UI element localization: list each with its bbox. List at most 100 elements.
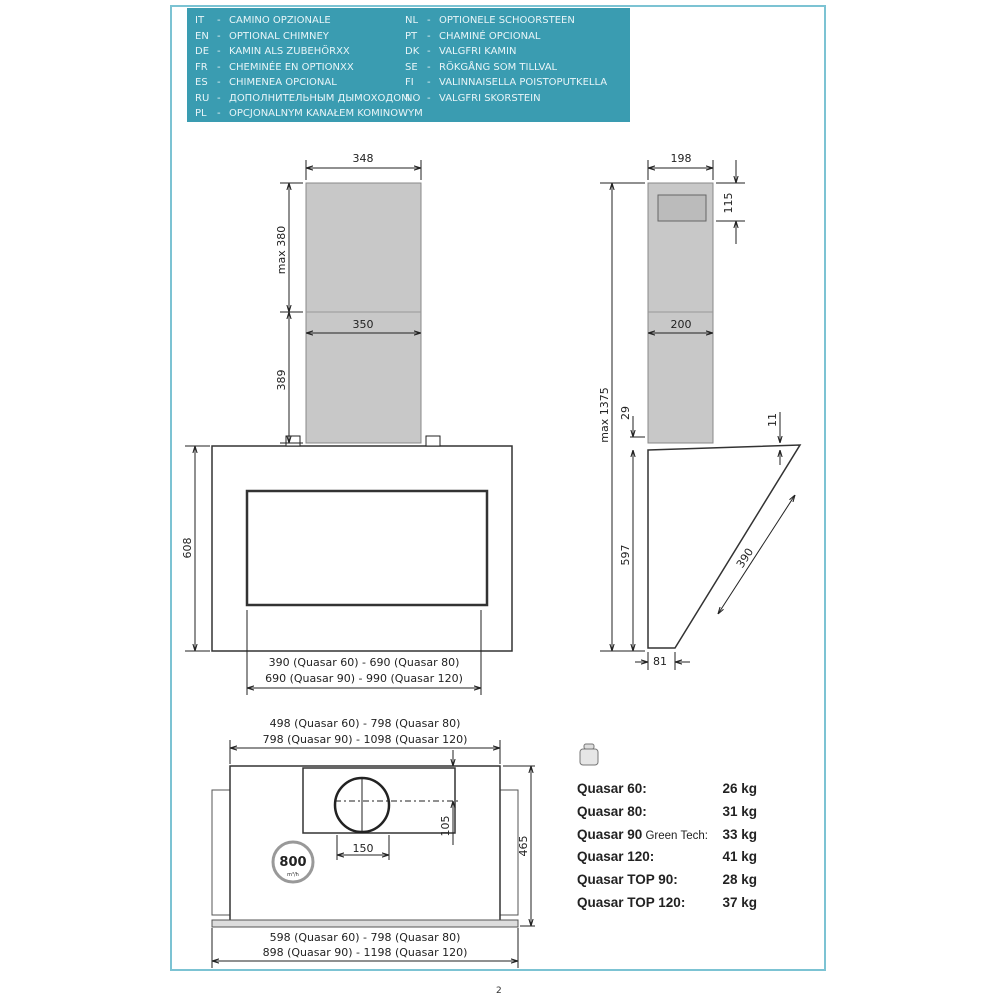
dim-label: 105: [439, 816, 452, 837]
weight-value: 31 kg: [722, 803, 757, 819]
dash: -: [217, 61, 221, 73]
lang-text: KAMIN ALS ZUBEHÖRXX: [229, 46, 350, 57]
weights-table: Quasar 60: 26 kg Quasar 80: 31 kg Quasar 9…: [577, 778, 757, 915]
lang-text: CHIMENEA OPCIONAL: [229, 77, 337, 88]
weight-row: Quasar 120: 41 kg: [577, 846, 757, 869]
dash: -: [427, 61, 431, 73]
lang-code: NO: [405, 92, 421, 104]
dash: -: [427, 92, 431, 104]
dim-label: 465: [517, 836, 530, 857]
lang-text: CAMINO OPZIONALE: [229, 15, 331, 26]
dim-label: 11: [766, 413, 779, 427]
dim-label: 798 (Quasar 90) - 1098 (Quasar 120): [263, 733, 468, 746]
dim-label: 898 (Quasar 90) - 1198 (Quasar 120): [263, 946, 468, 959]
dash: -: [217, 92, 221, 104]
dash: -: [217, 15, 221, 26]
dim-label: 348: [353, 152, 374, 165]
lang-row: PL-OPCJONALNYM KANAŁEM KOMINOWYM: [195, 106, 423, 122]
lang-code: PL: [195, 108, 207, 119]
model-label: Quasar 60:: [577, 781, 647, 796]
weight-value: 41 kg: [722, 849, 757, 865]
dim-label: 598 (Quasar 60) - 798 (Quasar 80): [270, 931, 461, 944]
dim-label: 608: [181, 538, 194, 559]
lang-code: EN: [195, 30, 209, 42]
lang-row: ES-CHIMENEA OPCIONAL: [195, 75, 423, 91]
lang-row: RU-ДОПОЛНИТЕЛЬНЫМ ДЫМОХОДОМ: [195, 91, 423, 107]
lang-row: FI-VALINNAISELLA POISTOPUTKELLA: [405, 75, 607, 91]
lang-code: FI: [405, 77, 414, 88]
model-label: Quasar 120:: [577, 849, 655, 865]
lang-text: VALGFRI SKORSTEIN: [439, 92, 541, 104]
dash: -: [217, 77, 221, 88]
weight-row: Quasar 90 Green Tech: 33 kg: [577, 824, 757, 847]
lang-code: IT: [195, 15, 205, 26]
dim-label: max 380: [275, 226, 288, 274]
airflow-badge: [271, 840, 315, 884]
lang-text: OPCJONALNYM KANAŁEM KOMINOWYM: [229, 108, 423, 119]
lang-text: OPTIONAL CHIMNEY: [229, 30, 329, 42]
lang-row: DE-KAMIN ALS ZUBEHÖRXX: [195, 44, 423, 60]
dim-label: 29: [619, 406, 632, 420]
model-label: Quasar 90: [577, 826, 643, 842]
lang-row: NL-OPTIONELE SCHOORSTEEN: [405, 13, 607, 29]
dash: -: [427, 46, 431, 57]
vent-grille: [657, 194, 707, 222]
dim-label: 690 (Quasar 90) - 990 (Quasar 120): [265, 672, 463, 685]
front-view: [185, 160, 513, 695]
dash: -: [217, 30, 221, 42]
model-label: Quasar TOP 120:: [577, 894, 686, 910]
dash: -: [427, 15, 431, 26]
dim-label: 390: [734, 546, 756, 571]
page-number: 2: [496, 986, 502, 996]
lang-code: ES: [195, 77, 208, 88]
weight-row: Quasar TOP 90: 28 kg: [577, 869, 757, 892]
dim-label: 597: [619, 545, 632, 566]
hood-front: [211, 445, 513, 652]
bottom-view: [211, 740, 535, 968]
dash: -: [427, 77, 431, 88]
model-sublabel: Green Tech:: [642, 829, 708, 842]
weight-row: Quasar 80: 31 kg: [577, 801, 757, 824]
chimney: [305, 182, 422, 444]
lang-row: NO-VALGFRI SKORSTEIN: [405, 91, 607, 107]
dim-label: max 1375: [598, 387, 611, 442]
lang-code: DE: [195, 46, 210, 57]
lang-code: NL: [405, 15, 419, 26]
lang-text: ДОПОЛНИТЕЛЬНЫМ ДЫМОХОДОМ: [229, 92, 410, 104]
weight-icon: [579, 743, 599, 766]
dim-label: 198: [671, 152, 692, 165]
side-chimney: [647, 182, 714, 444]
header-languages-box: IT-CAMINO OPZIONALE EN-OPTIONAL CHIMNEY …: [187, 8, 630, 122]
lang-code: SE: [405, 61, 418, 73]
lang-row: EN-OPTIONAL CHIMNEY: [195, 29, 423, 45]
lang-text: VALGFRI KAMIN: [439, 46, 517, 57]
lang-text: OPTIONELE SCHOORSTEEN: [439, 15, 575, 26]
weight-value: 33 kg: [722, 826, 757, 842]
languages-right: NL-OPTIONELE SCHOORSTEEN PT-CHAMINÉ OPCI…: [405, 13, 607, 106]
dim-label: 389: [275, 370, 288, 391]
dim-label: 200: [671, 318, 692, 331]
weight-value: 26 kg: [722, 781, 757, 796]
languages-left: IT-CAMINO OPZIONALE EN-OPTIONAL CHIMNEY …: [195, 13, 423, 122]
weight-value: 28 kg: [722, 872, 757, 888]
dim-label: 350: [353, 318, 374, 331]
side-view: [600, 160, 802, 670]
weight-row: Quasar 60: 26 kg: [577, 778, 757, 801]
lang-code: RU: [195, 92, 210, 104]
lang-code: PT: [405, 30, 418, 42]
lang-text: CHAMINÉ OPCIONAL: [439, 30, 541, 42]
lang-code: DK: [405, 46, 420, 57]
model-label: Quasar TOP 90:: [577, 872, 678, 888]
dash: -: [427, 30, 431, 42]
hood-glass-window: [245, 489, 489, 607]
side-hood: [647, 444, 802, 649]
dim-label: 81: [653, 655, 667, 668]
dim-label: 150: [353, 842, 374, 855]
airflow-unit: m³/h: [287, 872, 299, 878]
model-label: Quasar 80:: [577, 803, 647, 819]
weight-row: Quasar TOP 120: 37 kg: [577, 892, 757, 915]
weight-value: 37 kg: [722, 894, 757, 910]
dim-label: 115: [722, 193, 735, 214]
lang-row: IT -CAMINO OPZIONALE: [195, 13, 423, 29]
